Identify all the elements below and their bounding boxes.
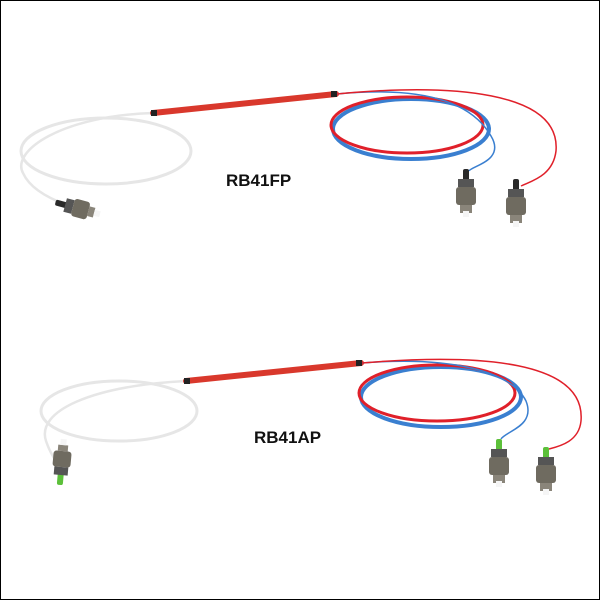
white-fiber [20,111,154,207]
coupler-rb41fp [19,89,557,227]
fc-connector-output-2 [536,447,556,495]
fc-connector-output-1 [456,169,476,217]
red-fiber-coil [357,363,517,423]
fc-connector-input [50,438,73,486]
product-label-rb41ap: RB41AP [254,428,322,447]
red-fiber-coil [329,95,485,155]
coupler-rb41ap [39,358,582,495]
white-fiber-coil [19,116,193,186]
coupler-tube [183,360,364,384]
fc-connector-output-1 [489,439,509,487]
fc-connector-output-2 [506,179,526,227]
white-fiber-coil [39,379,199,443]
product-label-rb41fp: RB41FP [226,171,292,190]
fc-connector-input [53,193,103,223]
coupler-tube [150,91,339,116]
